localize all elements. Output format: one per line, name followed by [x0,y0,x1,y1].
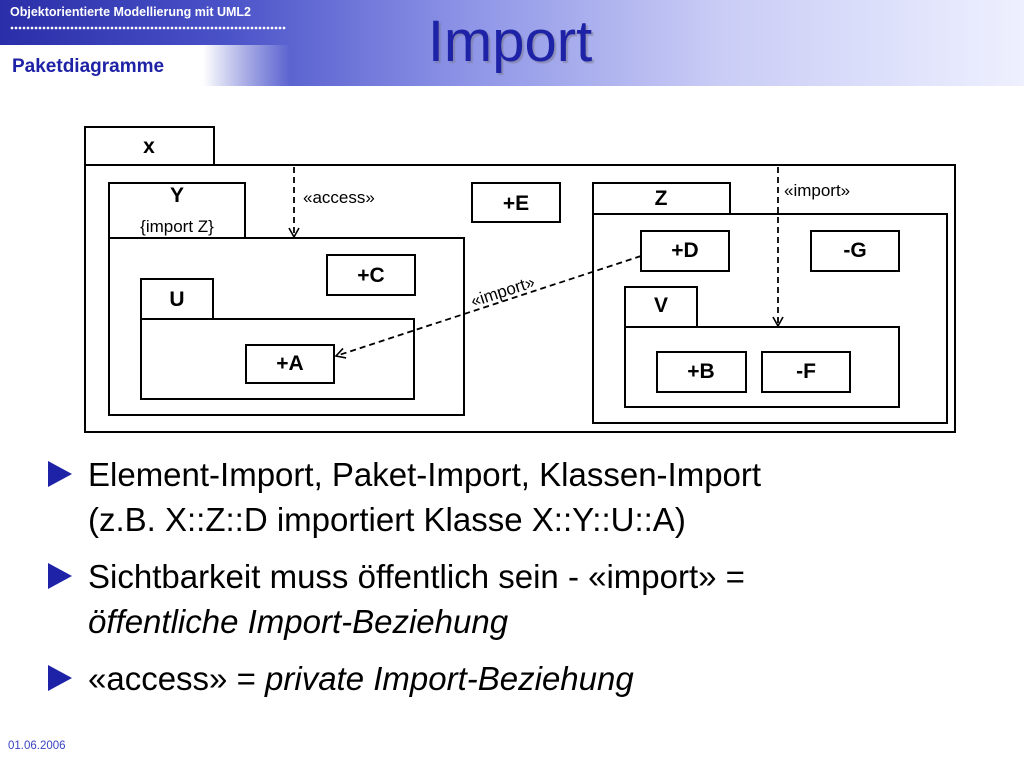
slide-title: Import [0,8,1024,75]
package-y-import-note: {import Z} [140,217,214,236]
element-e-label: +E [503,192,529,215]
element-b-box [656,351,747,393]
triangle-bullet-icon [48,563,72,589]
package-u-label: U [169,288,184,311]
bullet-text: «access» = [88,660,266,697]
package-x-tab [84,126,215,166]
footer-date: 01.06.2006 [8,740,66,752]
import-dependency-arrow-diagonal [334,255,642,359]
slide-title-text: Import [427,9,593,74]
section-title-backdrop [0,45,290,86]
bullet-item-visibility: Sichtbarkeit muss öffentlich sein - «imp… [48,554,1018,644]
element-a-box [245,344,335,384]
bullet-text-italic: öffentliche Import-Beziehung [88,603,509,640]
course-title: Objektorientierte Modellierung mit UML2 [10,5,251,19]
bullet-list: Element-Import, Paket-Import, Klassen-Im… [48,452,1018,713]
package-v-label: V [654,294,668,317]
package-diagram: x Y {import Z} +C U +A +E Z +D -G V [84,126,956,433]
package-x-label: x [143,135,155,158]
element-c-box [326,254,416,296]
element-e-box [471,182,561,223]
package-y-label: Y [170,184,184,207]
bullet-item-access: «access» = private Import-Beziehung [48,656,1018,701]
element-a-label: +A [276,352,303,375]
package-v-tab [624,286,698,328]
triangle-bullet-icon [48,665,72,691]
access-stereotype-label: «access» [303,188,375,207]
element-d-box [640,230,730,272]
package-z-tab [592,182,731,215]
bullet-text-continuation: (z.B. X::Z::D importiert Klasse X::Y::U:… [88,501,686,538]
bullet-text: Element-Import, Paket-Import, Klassen-Im… [88,456,762,493]
element-f-label: -F [796,360,816,383]
bullet-item-import-kinds: Element-Import, Paket-Import, Klassen-Im… [48,452,1018,542]
package-z-label: Z [655,187,668,210]
package-u-tab [140,278,214,320]
section-title: Paketdiagramme [12,56,165,77]
bullet-text: Sichtbarkeit muss öffentlich sein - «imp… [88,558,745,595]
element-g-label: -G [843,239,866,262]
bullet-text-italic: private Import-Beziehung [265,660,634,697]
element-f-box [761,351,851,393]
dotted-divider [10,26,286,30]
import-stereotype-label-right: «import» [784,181,850,200]
element-d-label: +D [671,239,698,262]
package-y-tab [108,182,246,239]
element-b-label: +B [687,360,714,383]
triangle-bullet-icon [48,461,72,487]
element-c-label: +C [357,264,384,287]
element-g-box [810,230,900,272]
